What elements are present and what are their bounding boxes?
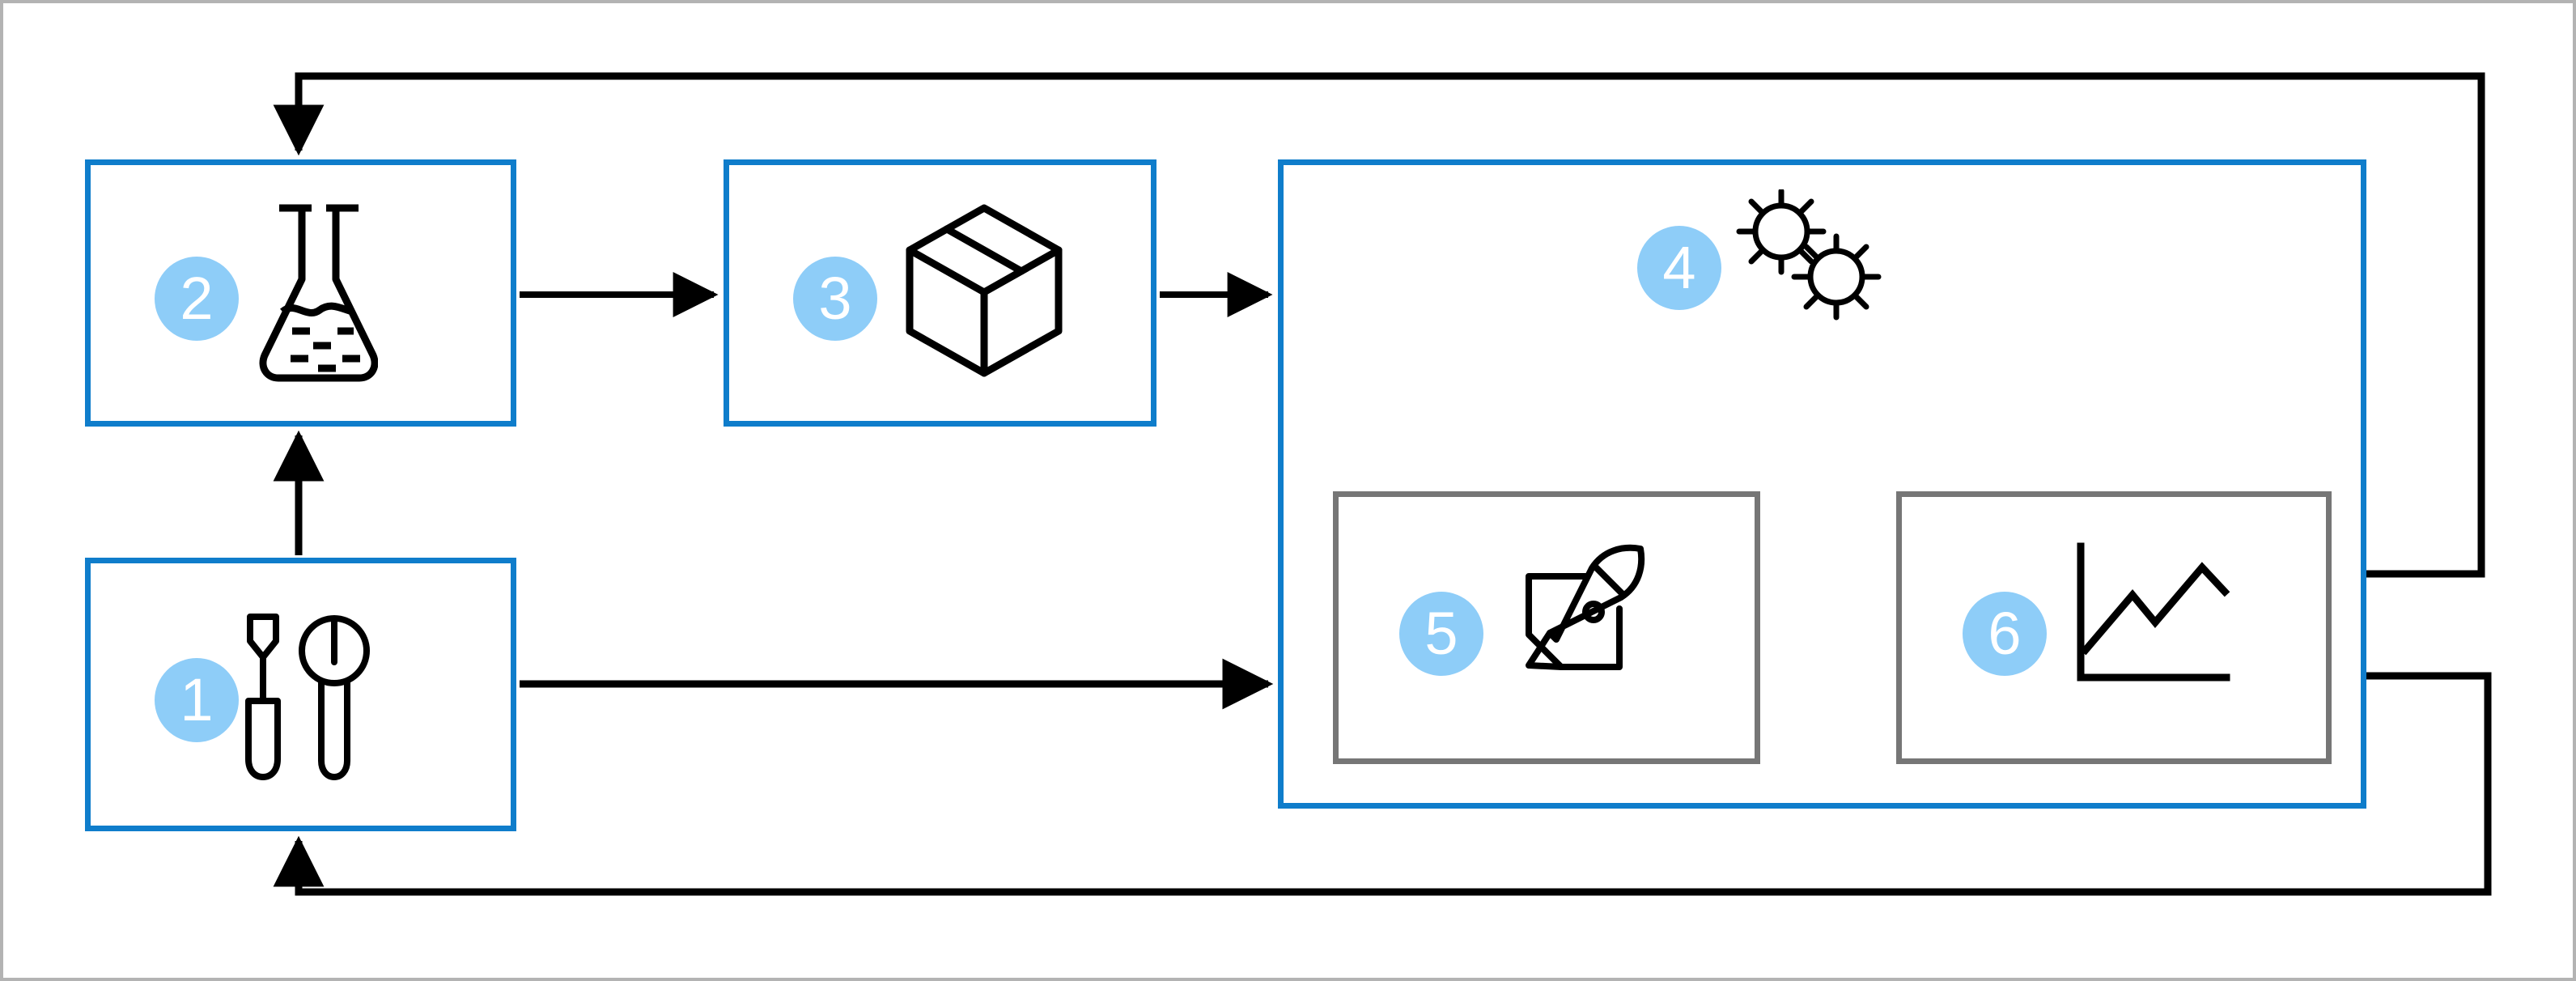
node-4-number-badge: 4 bbox=[1637, 226, 1721, 310]
node-2-number-badge: 2 bbox=[155, 257, 239, 341]
node-3-number-badge: 3 bbox=[793, 257, 877, 341]
node-1-number-badge: 1 bbox=[155, 658, 239, 742]
node-6[interactable]: 6 bbox=[1896, 491, 2332, 764]
node-2[interactable]: 2 bbox=[85, 159, 516, 427]
node-6-number-badge: 6 bbox=[1963, 592, 2047, 676]
erlenmeyer-flask-icon bbox=[257, 202, 378, 388]
package-box-icon bbox=[903, 202, 1065, 380]
lab-spatula-and-spoon-icon bbox=[240, 612, 370, 786]
node-5-number-badge: 5 bbox=[1399, 592, 1483, 676]
node-5[interactable]: 5 bbox=[1333, 491, 1760, 764]
node-4[interactable]: 4 bbox=[1278, 159, 2366, 809]
node-3[interactable]: 3 bbox=[724, 159, 1156, 427]
line-chart-icon bbox=[2068, 541, 2242, 691]
node-1[interactable]: 1 bbox=[85, 558, 516, 831]
rocket-icon bbox=[1496, 537, 1658, 699]
virus-microbes-icon bbox=[1733, 189, 1886, 327]
